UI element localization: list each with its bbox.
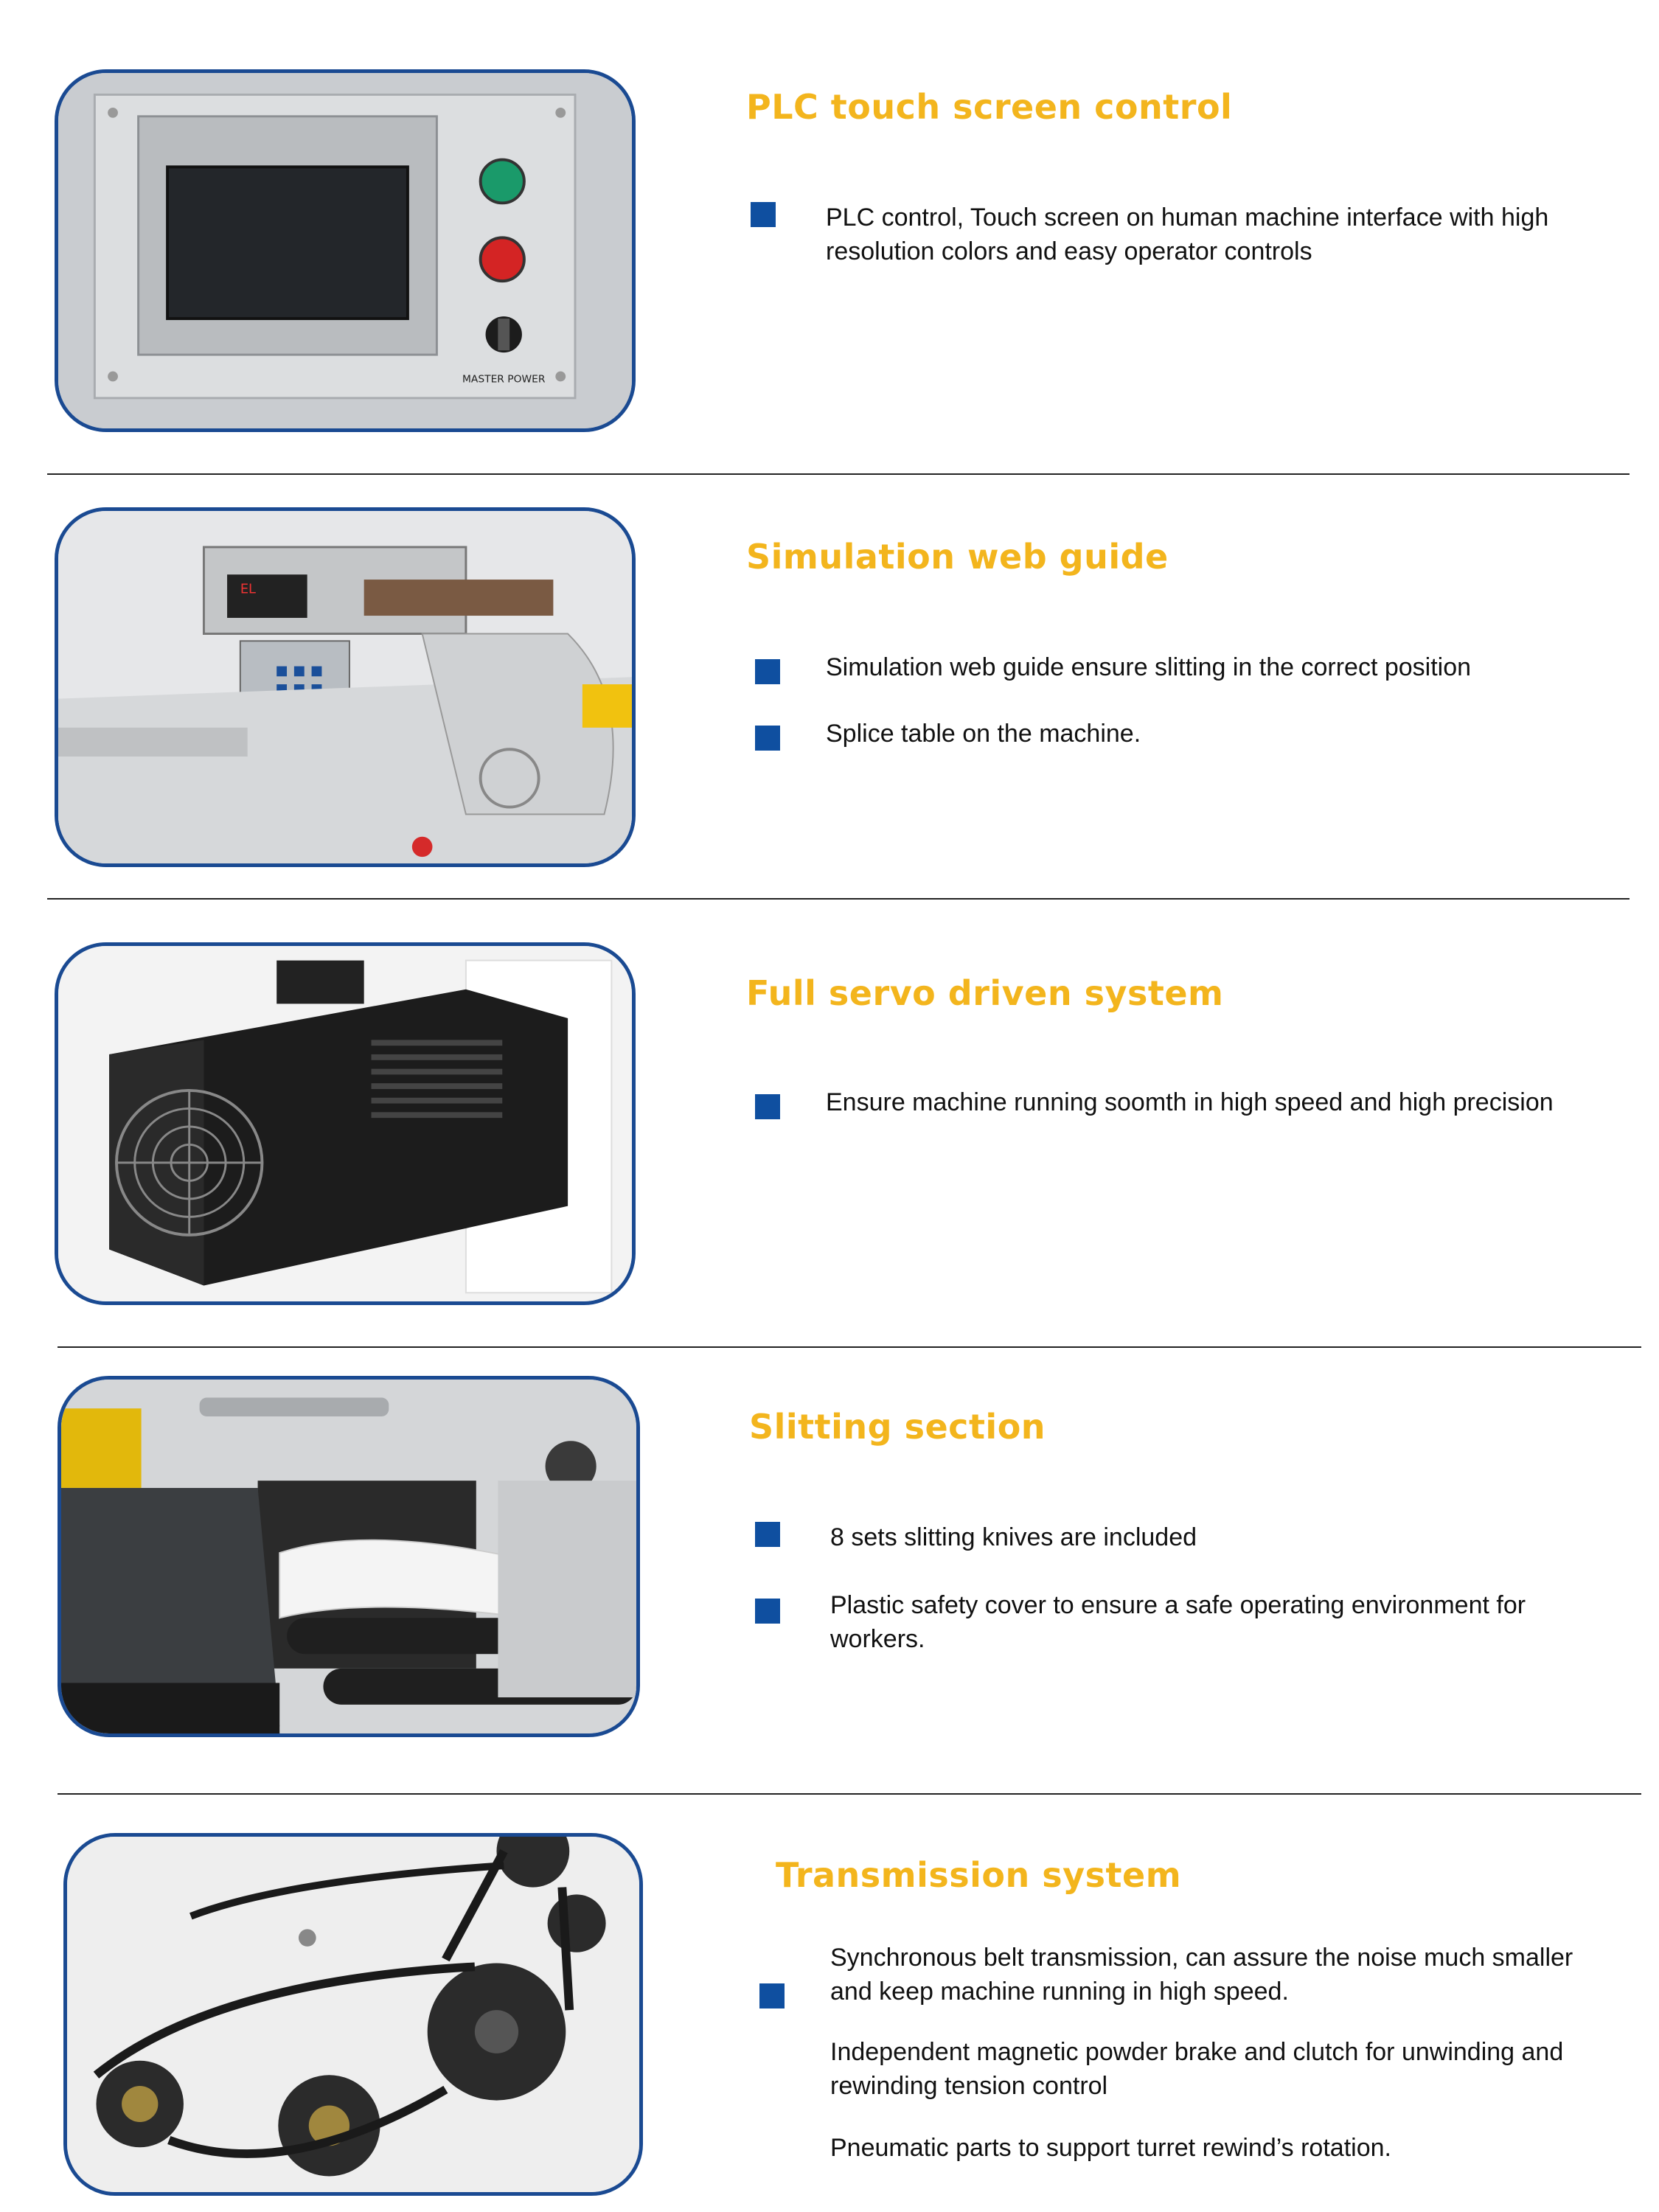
section-divider [47, 898, 1630, 900]
section-divider [58, 1346, 1641, 1348]
bullet-square-icon [755, 1094, 780, 1119]
feature-text: Splice table on the machine. [826, 720, 1141, 748]
feature-text: Independent magnetic powder brake and cl… [830, 2038, 1564, 2100]
web-guide-image: EL [58, 511, 632, 863]
slitting-section-image [61, 1380, 636, 1733]
feature-text: Synchronous belt transmission, can assur… [830, 1944, 1573, 2006]
servo-motor-image [58, 946, 632, 1301]
feature-text: PLC control, Touch screen on human machi… [826, 204, 1549, 265]
bullet-square-icon [759, 1983, 785, 2008]
section-title: Simulation web guide [746, 537, 1169, 577]
section-title: Transmission system [776, 1855, 1182, 1895]
transmission-system-image [67, 1837, 639, 2192]
panel-label: MASTER POWER [462, 373, 546, 385]
transmission-system-photo [63, 1833, 643, 2196]
web-guide-brand-label: EL [240, 582, 256, 597]
web-guide-photo: EL [55, 507, 636, 867]
feature-text: Pneumatic parts to support turret rewind… [830, 2134, 1391, 2162]
slitting-section-photo [58, 1376, 640, 1737]
bullet-square-icon [755, 1522, 780, 1547]
feature-text: Plastic safety cover to ensure a safe op… [830, 1591, 1526, 1653]
bullet-square-icon [755, 659, 780, 684]
plc-control-panel-photo: MASTER POWER [55, 69, 636, 432]
bullet-square-icon [755, 726, 780, 751]
section-divider [58, 1793, 1641, 1795]
section-title: PLC touch screen control [746, 87, 1233, 127]
servo-motor-photo [55, 942, 636, 1305]
feature-text: 8 sets slitting knives are included [830, 1523, 1197, 1551]
feature-text: Ensure machine running soomth in high sp… [826, 1088, 1554, 1116]
section-title: Slitting section [749, 1407, 1046, 1447]
section-title: Full servo driven system [746, 973, 1224, 1013]
feature-text: Simulation web guide ensure slitting in … [826, 653, 1472, 681]
bullet-square-icon [755, 1599, 780, 1624]
bullet-square-icon [751, 202, 776, 227]
control-panel-image: MASTER POWER [58, 73, 632, 428]
section-divider [47, 473, 1630, 475]
